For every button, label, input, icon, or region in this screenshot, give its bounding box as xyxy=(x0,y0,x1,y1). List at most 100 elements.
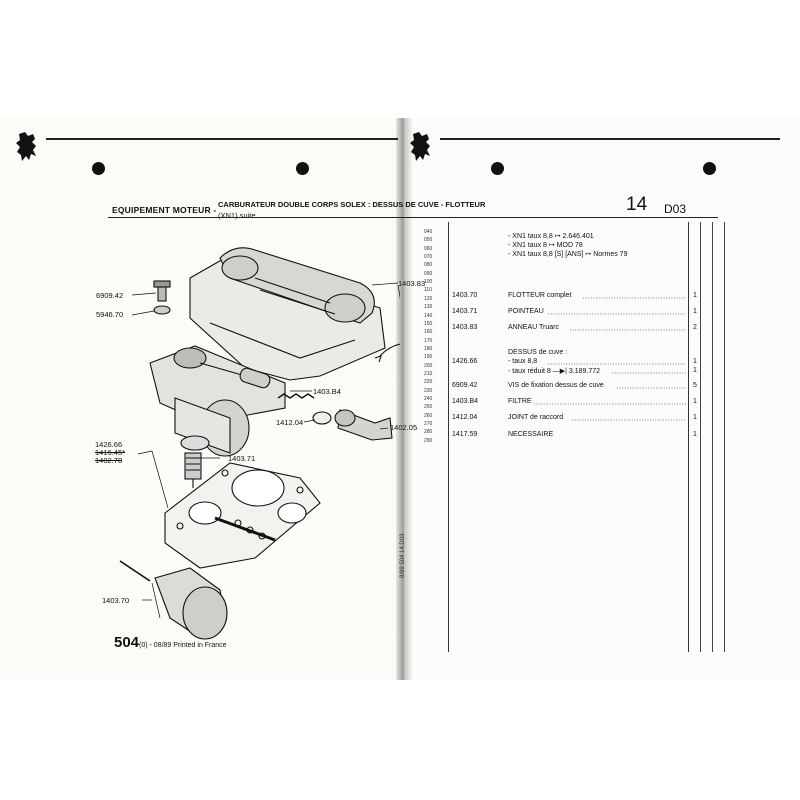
filter-spring xyxy=(277,393,315,399)
title-line: CARBURATEUR DOUBLE CORPS SOLEX : DESSUS … xyxy=(218,200,486,209)
line-number: 220 xyxy=(424,379,433,386)
part-qty: 1 xyxy=(693,367,697,374)
part-ref: 1412.04 xyxy=(452,414,478,421)
line-number: 290 xyxy=(424,437,433,444)
top-rule-right xyxy=(440,138,780,140)
line-number: 170 xyxy=(424,337,433,344)
lion-logo-icon xyxy=(16,132,36,161)
needle-valve xyxy=(184,452,202,480)
dotted-leaders xyxy=(534,297,686,421)
part-qty: 1 xyxy=(693,358,697,365)
line-number: 240 xyxy=(424,396,433,402)
table-divider xyxy=(700,222,701,652)
line-number: 110 xyxy=(424,287,432,294)
note-line: - XN1 taux 8,8 ↦ 2.646.401 xyxy=(508,233,594,240)
line-number: 190 xyxy=(424,354,433,361)
vertical-reference: 8/89 504 14.D03 xyxy=(400,533,406,578)
line-number: 230 xyxy=(424,387,433,394)
callout-label: 1403.71 xyxy=(228,454,256,463)
exploded-parts-diagram xyxy=(119,247,400,640)
needle-seat-ring xyxy=(180,435,210,451)
top-rule-left xyxy=(46,138,398,140)
part-ref: 1403.83 xyxy=(452,324,478,331)
part-desc: FILTRE xyxy=(508,398,532,405)
part-qty: 1 xyxy=(693,431,697,438)
note-line: - XN1 taux 8 ↦ MOD 78 xyxy=(508,242,583,249)
part-desc: JOINT de raccord xyxy=(508,414,564,421)
line-number: 150 xyxy=(424,320,433,327)
callout-label: 1402.78 xyxy=(95,456,123,465)
part-qty: 1 xyxy=(693,398,697,405)
line-number: 040 xyxy=(424,229,433,235)
line-number: 140 xyxy=(424,312,433,319)
line-number: 180 xyxy=(424,345,433,352)
part-ref: 1426.66 xyxy=(452,358,478,365)
part-desc: - taux 8,8 xyxy=(508,358,538,365)
part-ref: 6909.42 xyxy=(452,382,478,389)
line-number: 080 xyxy=(424,262,433,269)
page-number: 504 xyxy=(114,634,140,651)
part-qty: 1 xyxy=(693,292,697,299)
section-heading: EQUIPEMENT MOTEUR - xyxy=(112,205,217,215)
section-number: 14 xyxy=(626,194,648,215)
line-number: 200 xyxy=(424,362,433,369)
callout-label: 1403.B4 xyxy=(313,387,341,396)
part-ref: 1403.70 xyxy=(452,292,478,299)
header-rule xyxy=(108,217,718,218)
binder-hole xyxy=(703,162,716,175)
callout-label: 5946.70 xyxy=(96,310,124,319)
right-page xyxy=(407,118,800,680)
print-info: (0) - 08/89 Printed in France xyxy=(139,642,227,649)
binder-hole xyxy=(296,162,309,175)
part-qty: 1 xyxy=(693,308,697,315)
arrow-icon xyxy=(379,343,400,357)
part-desc: POINTEAU xyxy=(508,308,544,315)
line-number: 270 xyxy=(424,421,433,428)
part-qty: 1 xyxy=(693,414,697,421)
lion-logo-icon xyxy=(410,132,430,161)
callout-label: 1416.45* xyxy=(95,448,126,457)
line-number: 120 xyxy=(424,295,433,302)
page-footer: 504(0) - 08/89 Printed in France xyxy=(114,634,227,651)
callout-label: 1403.70 xyxy=(102,596,130,605)
callout-label: 1403.83 xyxy=(398,279,426,288)
line-number: 250 xyxy=(424,404,433,411)
line-number: 280 xyxy=(424,429,433,436)
binder-hole xyxy=(491,162,504,175)
part-ref: 1403.71 xyxy=(452,308,478,315)
line-number: 260 xyxy=(424,412,433,419)
line-number: 060 xyxy=(424,245,433,252)
binding-gutter xyxy=(396,118,412,680)
part-ref: 1403.B4 xyxy=(452,398,479,405)
line-number: 050 xyxy=(424,237,433,244)
group-code: D03 xyxy=(664,202,687,216)
line-number: 130 xyxy=(424,304,433,311)
part-group-heading: DESSUS de cuve : xyxy=(508,349,568,356)
table-divider xyxy=(448,222,449,652)
line-number: 160 xyxy=(424,329,433,336)
binder-hole xyxy=(92,162,105,175)
callout-label: 1426.66 xyxy=(95,440,123,449)
joint-ring xyxy=(312,411,332,425)
part-desc: ANNEAU Truarc xyxy=(508,324,559,331)
part-desc: VIS de fixation dessus de cuve xyxy=(508,382,604,389)
table-divider xyxy=(688,222,689,652)
callout-label: 6909.42 xyxy=(96,291,124,300)
line-number: 210 xyxy=(424,370,433,377)
part-desc: NECESSAIRE xyxy=(508,431,554,438)
title-line: (XN1) suite xyxy=(218,211,256,220)
line-number: 090 xyxy=(424,270,433,277)
part-desc: - taux réduit 8 —▶| 3.189.772 xyxy=(508,368,601,375)
line-number: 070 xyxy=(424,254,433,261)
part-ref: 1417.59 xyxy=(452,431,478,438)
callout-label: 1412.04 xyxy=(276,418,304,427)
line-number: 100 xyxy=(424,279,433,286)
part-qty: 5 xyxy=(693,382,697,389)
table-divider xyxy=(724,222,725,652)
catalog-spread: EQUIPEMENT MOTEUR - CARBURATEUR DOUBLE C… xyxy=(0,118,800,680)
table-divider xyxy=(712,222,713,652)
part-qty: 2 xyxy=(693,324,697,331)
part-desc: FLOTTEUR complet xyxy=(508,292,572,299)
callout-label: 1402.05 xyxy=(390,423,418,432)
page-title: CARBURATEUR DOUBLE CORPS SOLEX : DESSUS … xyxy=(218,199,485,221)
